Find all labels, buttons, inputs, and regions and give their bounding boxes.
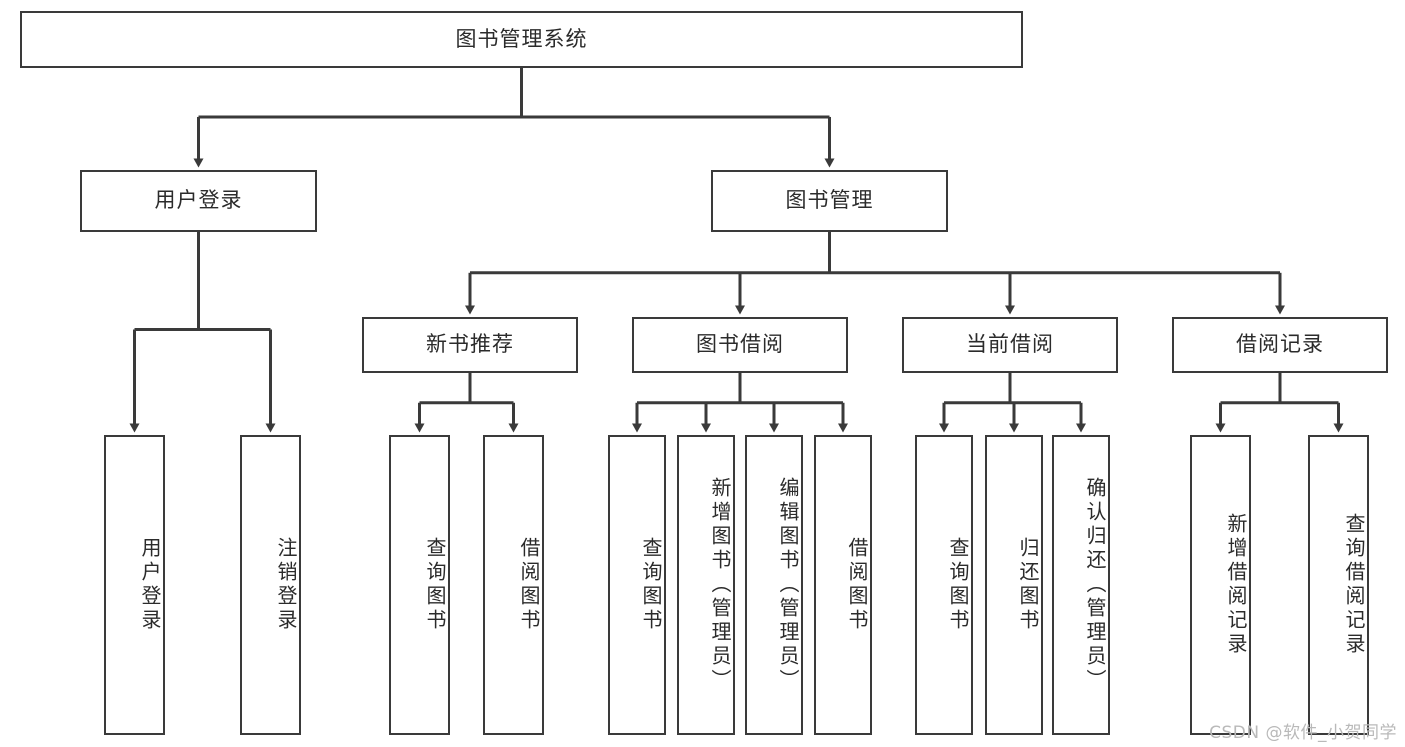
node-leaf-logout[interactable]: 注销登录 xyxy=(240,435,301,735)
node-new-book-recommend[interactable]: 新书推荐 xyxy=(362,317,578,373)
node-leaf-borrow-book-1[interactable]: 借阅图书 xyxy=(483,435,544,735)
node-leaf-borrow-book-2[interactable]: 借阅图书 xyxy=(814,435,872,735)
node-current-borrow[interactable]: 当前借阅 xyxy=(902,317,1118,373)
node-label: 新增图书（管理员） xyxy=(708,477,732,693)
node-label: 图书管理系统 xyxy=(455,26,588,51)
node-label: 借阅图书 xyxy=(517,537,541,633)
node-book-management[interactable]: 图书管理 xyxy=(711,170,948,232)
node-borrow-record[interactable]: 借阅记录 xyxy=(1172,317,1388,373)
node-label: 图书借阅 xyxy=(696,332,784,357)
node-label: 新增借阅记录 xyxy=(1224,513,1248,657)
node-label: 当前借阅 xyxy=(966,332,1054,357)
node-leaf-add-record[interactable]: 新增借阅记录 xyxy=(1190,435,1251,735)
node-label: 注销登录 xyxy=(274,537,298,633)
node-leaf-query-record[interactable]: 查询借阅记录 xyxy=(1308,435,1369,735)
node-label: 图书管理 xyxy=(785,188,874,213)
node-label: 确认归还（管理员） xyxy=(1083,477,1107,693)
node-label: 用户登录 xyxy=(138,537,162,633)
node-leaf-edit-book[interactable]: 编辑图书（管理员） xyxy=(745,435,803,735)
node-leaf-return-book[interactable]: 归还图书 xyxy=(985,435,1043,735)
node-label: 查询图书 xyxy=(639,537,663,633)
node-label: 查询图书 xyxy=(423,537,447,633)
node-label: 新书推荐 xyxy=(426,332,514,357)
node-label: 查询借阅记录 xyxy=(1342,513,1366,657)
node-leaf-user-login[interactable]: 用户登录 xyxy=(104,435,165,735)
node-leaf-query-book-1[interactable]: 查询图书 xyxy=(389,435,450,735)
node-user-login[interactable]: 用户登录 xyxy=(80,170,317,232)
node-leaf-confirm-return[interactable]: 确认归还（管理员） xyxy=(1052,435,1110,735)
node-label: 借阅图书 xyxy=(845,537,869,633)
csdn-watermark: CSDN @软件_小贺同学 xyxy=(1209,723,1397,743)
node-leaf-query-book-3[interactable]: 查询图书 xyxy=(915,435,973,735)
node-label: 用户登录 xyxy=(154,188,243,213)
node-label: 编辑图书（管理员） xyxy=(776,477,800,693)
node-label: 借阅记录 xyxy=(1236,332,1324,357)
node-leaf-query-book-2[interactable]: 查询图书 xyxy=(608,435,666,735)
node-leaf-add-book[interactable]: 新增图书（管理员） xyxy=(677,435,735,735)
node-root[interactable]: 图书管理系统 xyxy=(20,11,1023,68)
node-book-borrow[interactable]: 图书借阅 xyxy=(632,317,848,373)
node-label: 查询图书 xyxy=(946,537,970,633)
node-label: 归还图书 xyxy=(1016,537,1040,633)
